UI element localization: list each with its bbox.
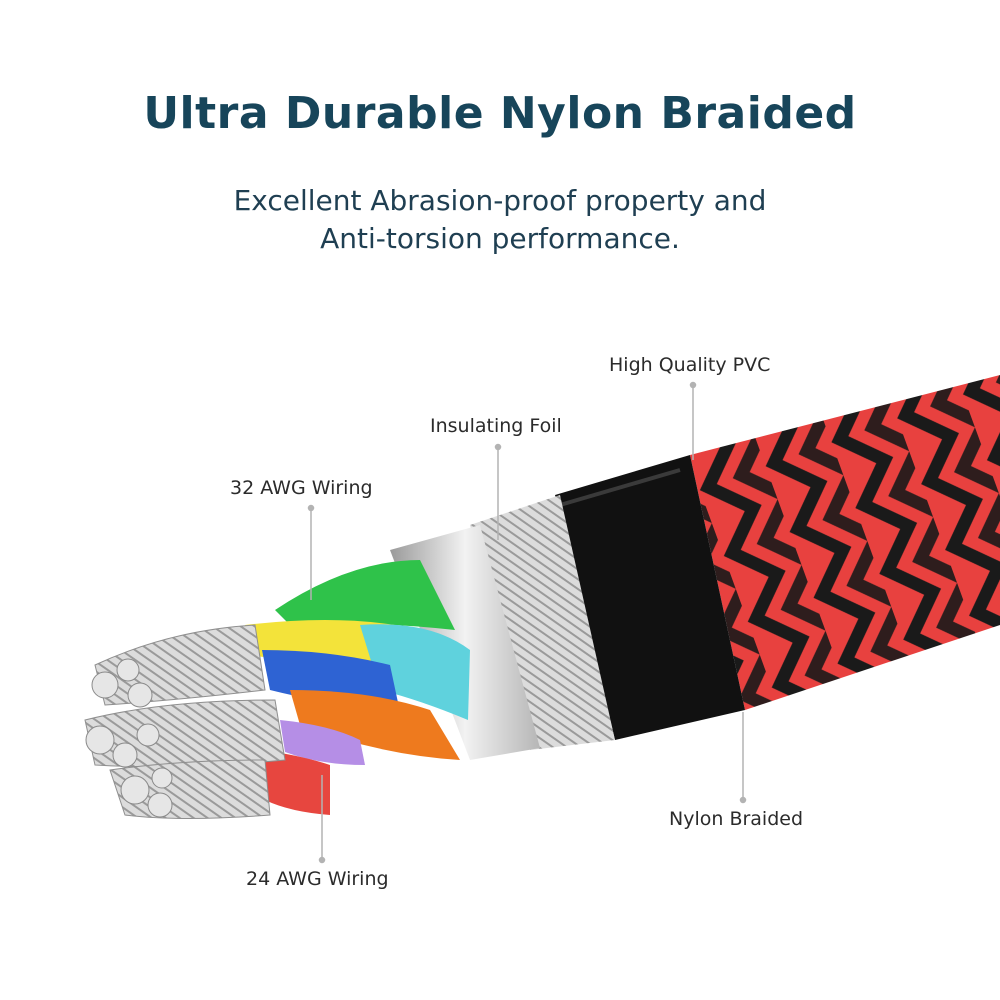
callout-leaders	[307, 381, 747, 864]
callout-insulating-foil: Insulating Foil	[430, 415, 562, 437]
page-subtitle: Excellent Abrasion-proof property and An…	[0, 182, 1000, 258]
subtitle-line-2: Anti-torsion performance.	[320, 222, 680, 255]
callout-24-awg-wiring: 24 AWG Wiring	[246, 868, 389, 890]
wire-green	[275, 560, 455, 630]
wire-purple	[280, 720, 365, 765]
page-title: Ultra Durable Nylon Braided	[143, 88, 857, 139]
callout-nylon-braided: Nylon Braided	[669, 808, 804, 830]
callout-32-awg-wiring: 32 AWG Wiring	[230, 477, 373, 499]
strand-ends	[85, 658, 173, 818]
nylon-braid-jacket	[690, 375, 1000, 710]
shield-strands	[470, 495, 615, 750]
callout-high-quality-pvc: High Quality PVC	[609, 354, 771, 376]
subtitle-line-1: Excellent Abrasion-proof property and	[233, 184, 767, 217]
wire-cyan	[360, 624, 470, 720]
wire-red	[260, 750, 330, 815]
pvc-layer	[555, 455, 745, 740]
wire-orange	[290, 690, 460, 760]
exposed-strands	[84, 624, 286, 819]
